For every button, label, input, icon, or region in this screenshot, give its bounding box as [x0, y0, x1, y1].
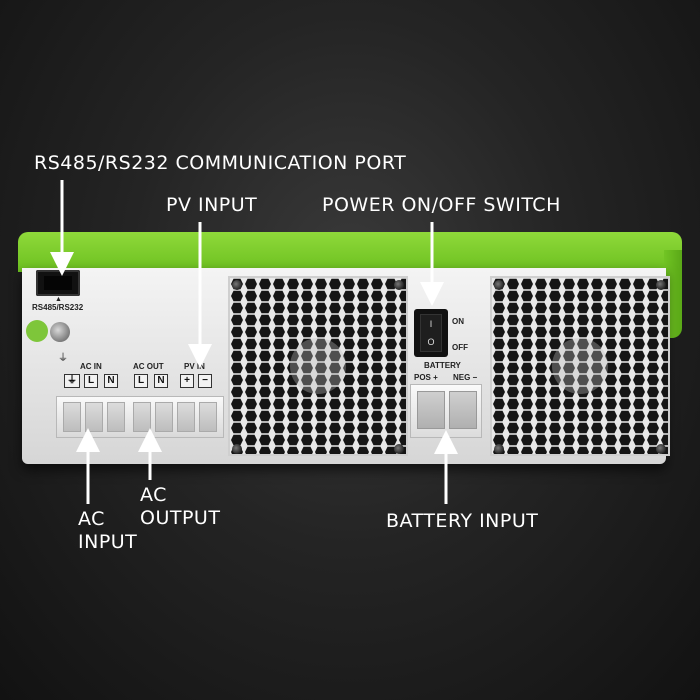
port-socket: [44, 276, 72, 290]
fan-grille-right: [492, 278, 668, 454]
screw: [394, 280, 404, 290]
fan-grille-left: [230, 278, 406, 454]
ac-pv-terminal-block[interactable]: [56, 396, 224, 438]
screw: [656, 444, 666, 454]
comm-port-callout: RS485/RS232 COMMUNICATION PORT: [34, 152, 407, 174]
ac-in-n-label: N: [104, 374, 118, 388]
pv-neg-label: −: [198, 374, 212, 388]
pv-pos-label: +: [180, 374, 194, 388]
pv-in-label: PV IN: [184, 362, 205, 371]
terminal-slot[interactable]: [63, 402, 81, 432]
switch-on-glyph: I: [429, 319, 433, 329]
housing-top-green: [18, 232, 682, 272]
battery-input-callout: BATTERY INPUT: [386, 510, 539, 532]
terminal-slot[interactable]: [107, 402, 125, 432]
screw: [394, 444, 404, 454]
battery-pos-label: POS +: [414, 373, 438, 382]
screw: [656, 280, 666, 290]
terminal-slot[interactable]: [133, 402, 151, 432]
terminal-slot[interactable]: [177, 402, 195, 432]
switch-off-label: OFF: [452, 343, 468, 352]
ac-input-callout-line1: AC: [78, 508, 105, 530]
battery-label: BATTERY: [424, 361, 461, 370]
ac-out-n-label: N: [154, 374, 168, 388]
terminal-slot[interactable]: [199, 402, 217, 432]
ac-output-callout-line2: OUTPUT: [140, 507, 221, 529]
screw: [494, 280, 504, 290]
ground-icon: ⏚: [58, 353, 68, 364]
battery-terminal-block[interactable]: [410, 384, 482, 438]
ac-output-callout-line1: AC: [140, 484, 167, 506]
cooling-fan-left: [228, 276, 408, 456]
ac-in-label: AC IN: [80, 362, 102, 371]
screw: [232, 280, 242, 290]
ground-terminal-label: ⏚: [64, 374, 80, 388]
screw: [494, 444, 504, 454]
ac-out-label: AC OUT: [133, 362, 164, 371]
ac-input-callout-line2: INPUT: [78, 531, 138, 553]
port-arrow-mark: ▲: [55, 296, 62, 303]
battery-neg-label: NEG −: [453, 373, 478, 382]
cooling-fan-right: [490, 276, 670, 456]
pv-input-callout: PV INPUT: [166, 194, 258, 216]
port-label: RS485/RS232: [32, 303, 84, 312]
power-switch-callout: POWER ON/OFF SWITCH: [322, 194, 561, 216]
power-switch[interactable]: I O: [414, 309, 448, 357]
warranty-sticker: [26, 320, 48, 342]
ac-out-l-label: L: [134, 374, 148, 388]
terminal-slot[interactable]: [85, 402, 103, 432]
screw: [232, 444, 242, 454]
switch-rocker[interactable]: I O: [420, 314, 442, 352]
terminal-slot[interactable]: [155, 402, 173, 432]
ac-in-l-label: L: [84, 374, 98, 388]
switch-on-label: ON: [452, 317, 464, 326]
battery-pos-slot[interactable]: [417, 391, 445, 429]
ground-terminal[interactable]: [50, 322, 70, 342]
rs485-rs232-port[interactable]: [36, 270, 80, 296]
battery-neg-slot[interactable]: [449, 391, 477, 429]
switch-off-glyph: O: [427, 337, 435, 347]
